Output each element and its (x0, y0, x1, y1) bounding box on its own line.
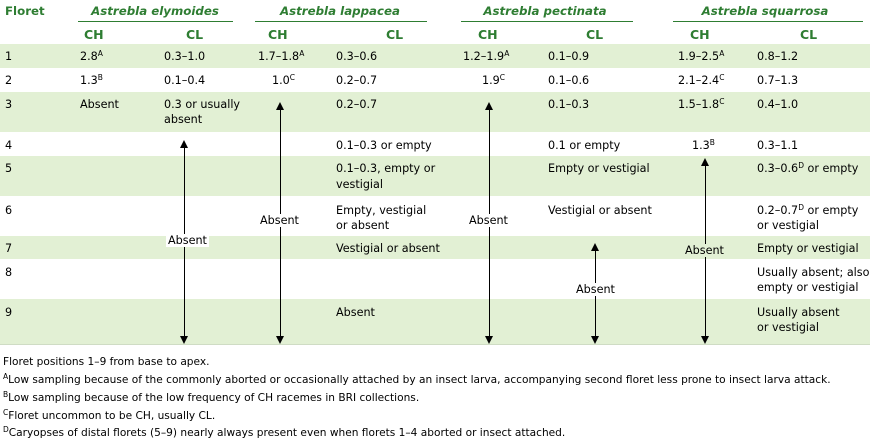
footnote-c: CFloret uncommon to be CH, usually CL. (3, 408, 216, 422)
table-cell: 1.2–1.9A (463, 49, 510, 63)
header-ch-pectinata: CH (478, 27, 498, 42)
species-header-elymoides: Astrebla elymoides (91, 4, 219, 18)
absent-label-pectinata: Absent (467, 214, 510, 227)
table-cell: 0.2–0.7 (336, 74, 378, 87)
footnote-b: BLow sampling because of the low frequen… (3, 390, 420, 404)
table-cell: 1.5–1.8C (678, 97, 725, 111)
floret-number: 1 (5, 50, 13, 63)
table-cell: 2.8A (80, 49, 103, 63)
table-cell: Usually absent (757, 306, 840, 319)
table-cell: 1.0C (272, 73, 296, 87)
arrow-up-icon (701, 158, 709, 166)
table-cell: 1.9C (482, 73, 506, 87)
absent-label-squarrosa: Absent (683, 244, 726, 257)
arrow-down-icon (701, 336, 709, 344)
arrow-down-icon (180, 336, 188, 344)
table-cell: or vestigial (757, 321, 820, 334)
table-cell: 0.1 or empty (548, 139, 621, 152)
table-cell: 2.1–2.4C (678, 73, 725, 87)
row-band-1 (0, 44, 870, 68)
header-rule-elymoides (78, 21, 233, 22)
table-cell: 1.9–2.5A (678, 49, 725, 63)
table-bottom-rule (0, 344, 870, 345)
arrow-up-icon (276, 102, 284, 110)
arrow-up-icon (180, 140, 188, 148)
header-rule-squarrosa (673, 21, 863, 22)
header-rule-pectinata (461, 21, 633, 22)
row-band-5 (0, 156, 870, 196)
header-ch-lappacea: CH (268, 27, 288, 42)
header-cl-squarrosa: CL (800, 27, 818, 42)
header-cl-lappacea: CL (386, 27, 404, 42)
table-cell: or vestigial (757, 219, 820, 232)
arrow-down-icon (485, 336, 493, 344)
row-band-9 (0, 299, 870, 344)
row-band-7 (0, 236, 870, 259)
floret-number: 9 (5, 306, 13, 319)
table-cell: Empty or vestigial (757, 242, 859, 255)
header-ch-squarrosa: CH (690, 27, 710, 42)
arrow-up-icon (485, 102, 493, 110)
table-cell: Empty, vestigial (336, 204, 427, 217)
arrow-up-icon (591, 243, 599, 251)
footnote-d: DCaryopses of distal florets (5–9) nearl… (3, 425, 566, 439)
table-cell: 0.1–0.9 (548, 50, 590, 63)
header-rule-lappacea (255, 21, 427, 22)
floret-number: 2 (5, 74, 13, 87)
arrow-down-icon (591, 336, 599, 344)
footnote-positions: Floret positions 1–9 from base to apex. (3, 356, 210, 368)
table-cell: 1.7–1.8A (258, 49, 305, 63)
table-cell: Usually absent; also (757, 266, 870, 279)
table-cell: 0.3–0.6D or empty (757, 161, 859, 175)
table-cell: 1.3B (692, 138, 715, 152)
table-cell: 0.3–0.6 (336, 50, 378, 63)
header-cl-elymoides: CL (186, 27, 204, 42)
species-header-squarrosa: Astrebla squarrosa (701, 4, 829, 18)
table-cell: 0.1–0.3, empty or (336, 162, 436, 175)
table-cell: 0.2–0.7 (336, 98, 378, 111)
table-cell: empty or vestigial (757, 281, 859, 294)
arrow-down-icon (276, 336, 284, 344)
floret-column-header: Floret (5, 4, 45, 18)
table-cell: Vestigial or absent (548, 204, 652, 217)
species-header-lappacea: Astrebla lappacea (280, 4, 400, 18)
floret-number: 8 (5, 266, 13, 279)
table-cell: 0.1–0.6 (548, 74, 590, 87)
table-cell: 0.1–0.4 (164, 74, 206, 87)
table-cell: 0.7–1.3 (757, 74, 799, 87)
floret-number: 4 (5, 139, 13, 152)
table-cell: 0.1–0.3 (548, 98, 590, 111)
absent-label-pectinata-cl: Absent (574, 283, 617, 296)
header-row-chcl (0, 26, 870, 44)
table-cell: Absent (336, 306, 375, 319)
header-ch-elymoides: CH (84, 27, 104, 42)
species-header-pectinata: Astrebla pectinata (483, 4, 607, 18)
table-cell: 0.2–0.7D or empty (757, 203, 859, 217)
table-cell: absent (164, 113, 203, 126)
table-cell: 0.3–1.1 (757, 139, 799, 152)
table-cell: 0.8–1.2 (757, 50, 799, 63)
row-band-3 (0, 92, 870, 132)
table-cell: 0.3–1.0 (164, 50, 206, 63)
table-cell: 0.3 or usually (164, 98, 241, 111)
table-cell: Vestigial or absent (336, 242, 440, 255)
table-cell: or absent (336, 219, 390, 232)
table-cell: Empty or vestigial (548, 162, 650, 175)
table-cell: 0.4–1.0 (757, 98, 799, 111)
floret-number: 7 (5, 242, 13, 255)
table-cell: 1.3B (80, 73, 103, 87)
header-cl-pectinata: CL (586, 27, 604, 42)
table-cell: vestigial (336, 178, 384, 191)
table-cell: Absent (80, 98, 119, 111)
floret-number: 3 (5, 98, 13, 111)
table-cell: 0.1–0.3 or empty (336, 139, 432, 152)
absent-label-elymoides: Absent (166, 234, 209, 247)
floret-number: 5 (5, 162, 13, 175)
floret-number: 6 (5, 204, 13, 217)
absent-label-lappacea: Absent (258, 214, 301, 227)
footnote-a: ALow sampling because of the commonly ab… (3, 372, 831, 386)
